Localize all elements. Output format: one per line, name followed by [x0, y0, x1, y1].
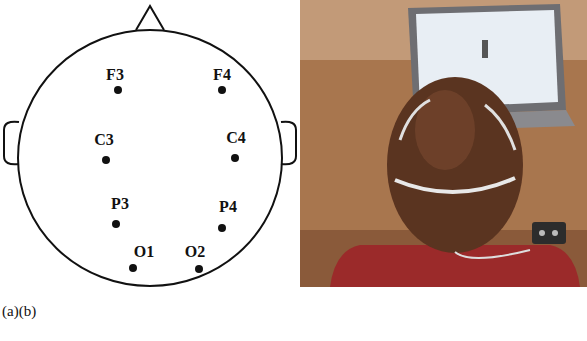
electrode-dot [102, 86, 239, 273]
electrode-label: O2 [185, 244, 205, 260]
photo [300, 0, 587, 287]
head-outline [4, 6, 296, 286]
electrode-label: F4 [213, 67, 231, 83]
electrode-label: C4 [226, 130, 246, 146]
electrode-label: P3 [111, 196, 129, 212]
electrode-label: F3 [106, 67, 124, 83]
electrode-label: P4 [219, 199, 237, 215]
electrode-label: C3 [94, 132, 114, 148]
electrode-label: O1 [134, 244, 154, 260]
panel-label: (a)(b) [2, 304, 36, 319]
